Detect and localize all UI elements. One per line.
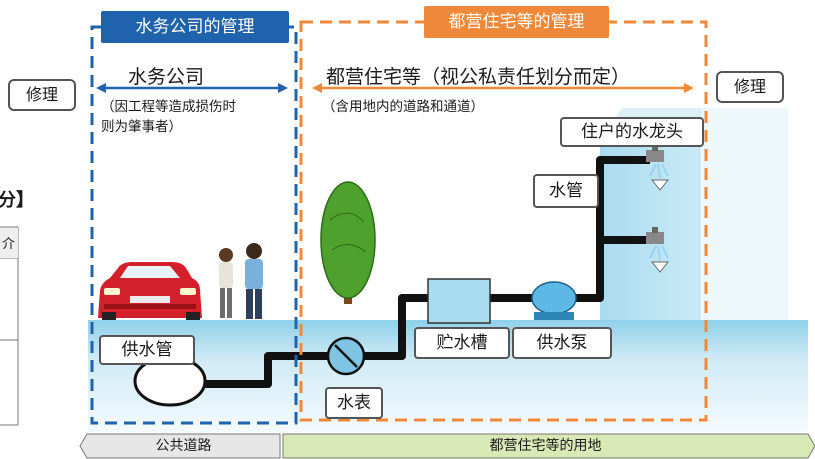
housing-boundary <box>299 20 708 422</box>
footer-bar <box>79 433 815 459</box>
car <box>98 262 202 320</box>
tank-label: 贮水槽 <box>414 327 510 359</box>
public-road-label: 公共道路 <box>155 438 212 454</box>
housing-arrow <box>312 83 694 93</box>
supply-pipe-label: 供水管 <box>99 335 195 365</box>
water-company-arrow <box>96 83 288 93</box>
tap-label: 住户的水龙头 <box>560 117 704 147</box>
left-table-fragment <box>0 226 19 426</box>
apartment-building <box>600 108 788 320</box>
faucet-lower <box>646 227 670 273</box>
water-company-title: 水务公司 <box>128 66 205 88</box>
repair-right-label: 修理 <box>716 71 784 103</box>
water-pipe-label: 水管 <box>533 174 599 208</box>
meter-label: 水表 <box>325 387 383 419</box>
water-pump <box>531 281 577 320</box>
water-company-mgmt-header: 水务公司的管理 <box>101 11 289 43</box>
faucet-upper <box>646 145 670 191</box>
pump-label: 供水泵 <box>512 327 612 359</box>
housing-note: （含用地内的道路和通道） <box>322 99 484 115</box>
housing-land-label: 都营住宅等的用地 <box>489 438 602 454</box>
housing-mgmt-header: 都营住宅等的管理 <box>424 6 609 38</box>
people <box>219 243 263 319</box>
water-company-note-1: （因工程等造成损伤时 <box>101 99 236 115</box>
cut-off-heading: 分】 <box>0 190 34 211</box>
cut-off-table-cell: 介 <box>2 237 16 252</box>
housing-title: 都营住宅等（视公私责任划分而定） <box>326 66 631 88</box>
water-meter <box>326 336 366 376</box>
repair-left-label: 修理 <box>8 79 76 111</box>
water-company-note-2: 则为肇事者） <box>101 119 182 135</box>
water-tank <box>427 278 491 324</box>
tree <box>320 181 376 304</box>
